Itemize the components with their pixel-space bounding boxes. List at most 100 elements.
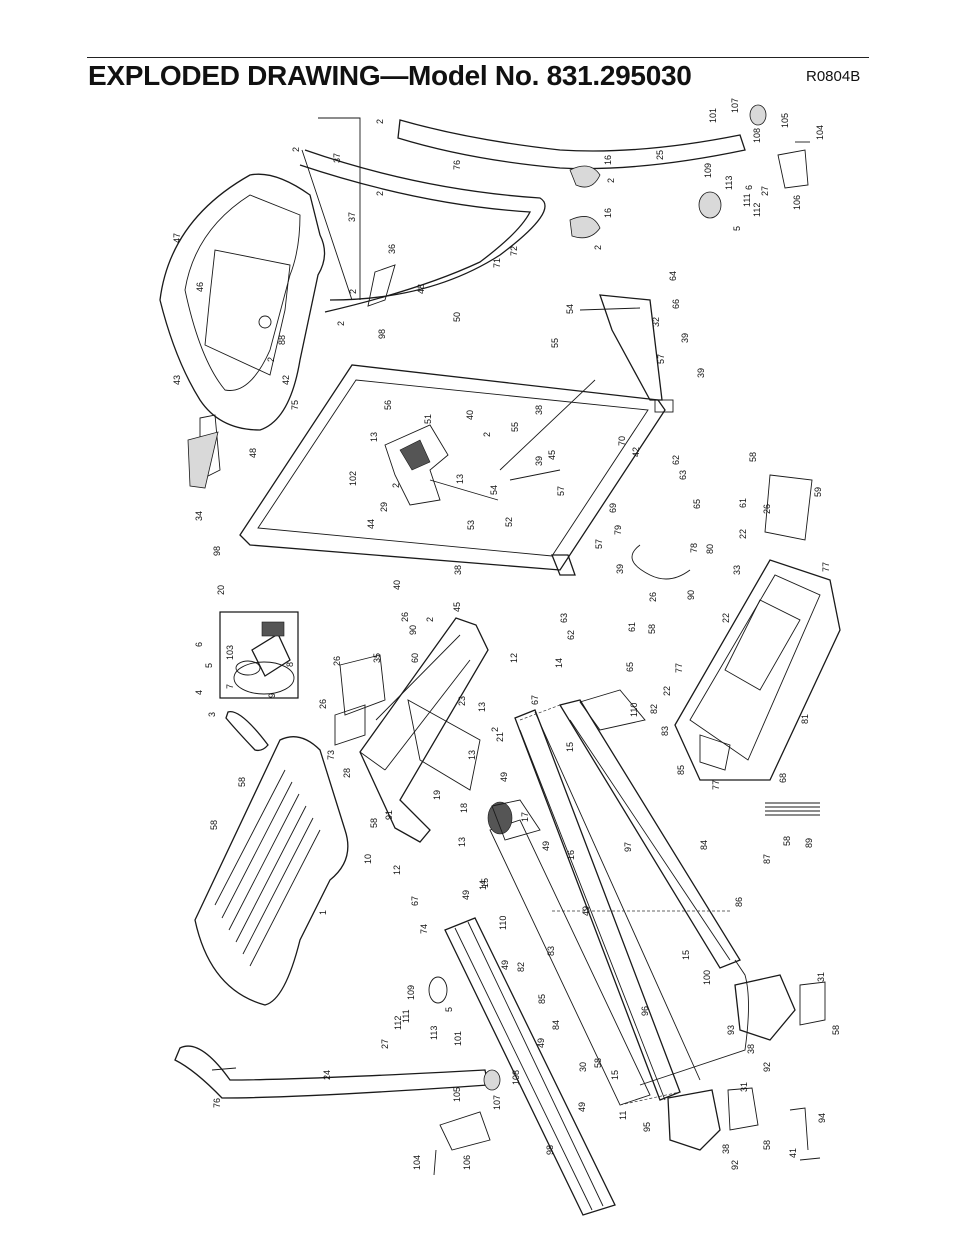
part-label: 58 [782,836,792,846]
part-label: 44 [366,519,376,529]
part-label: 74 [419,924,429,934]
part-label: 55 [510,422,520,432]
part-label: 101 [708,108,718,123]
part-label: 13 [467,750,477,760]
part-label: 4 [194,690,204,695]
part-label: 65 [692,499,702,509]
part-label: 9 [267,693,277,698]
part-label: 39 [534,456,544,466]
part-label: 37 [332,153,342,163]
part-label: 111 [742,193,752,207]
part-label: 18 [459,803,469,813]
part-label: 98 [545,1145,555,1155]
part-label: 106 [462,1155,472,1170]
part-label: 104 [412,1155,422,1170]
part-label: 6 [744,185,754,190]
part-label: 29 [379,502,389,512]
part-label: 33 [732,565,742,575]
part-label: 108 [511,1070,521,1085]
part-label: 2 [348,289,358,294]
part-label: 26 [400,612,410,622]
part-label: 96 [640,1006,650,1016]
board-59 [764,474,813,541]
part-label: 15 [681,950,691,960]
part-label: 60 [410,653,420,663]
part-label: 101 [453,1031,463,1046]
part-label: 113 [724,176,734,190]
part-label: 105 [452,1087,462,1102]
part-label: 26 [332,656,342,666]
part-label: 103 [225,645,235,660]
end-cap-16-upper [569,165,601,188]
part-label: 62 [566,630,576,640]
part-label: 46 [195,282,205,292]
foot-31-upper [799,981,826,1026]
part-label: 38 [721,1144,731,1154]
part-label: 36 [387,244,397,254]
part-label: 113 [429,1026,439,1040]
part-label: 19 [432,790,442,800]
part-label: 70 [617,436,627,446]
part-label: 102 [348,471,358,486]
part-label: 47 [172,233,182,243]
part-label: 49 [536,1038,546,1048]
part-label: 12 [509,653,519,663]
part-label: 73 [326,750,336,760]
part-label: 111 [401,1009,411,1023]
part-label: 84 [699,840,709,850]
part-label: 17 [520,812,530,822]
part-label: 14 [554,658,564,668]
part-label: 49 [577,1102,587,1112]
part-label: 81 [800,714,810,724]
console-assembly [159,173,396,489]
cap-93 [734,974,796,1041]
part-label: 48 [248,448,258,458]
part-label: 76 [452,160,462,170]
part-label: 51 [423,414,433,424]
part-label: 30 [578,1062,588,1072]
part-label: 63 [559,613,569,623]
part-label: 83 [546,946,556,956]
part-label: 13 [369,432,379,442]
part-label: 15 [565,742,575,752]
part-label: 50 [452,312,462,322]
belt-3 [225,710,269,752]
part-label: 100 [702,970,712,985]
part-label: 82 [649,704,659,714]
part-label: 45 [547,450,557,460]
part-label: 3 [207,712,217,717]
part-label: 54 [489,485,499,495]
cap-95 [667,1089,721,1151]
part-label: 58 [647,624,657,634]
page-title: EXPLODED DRAWING—Model No. 831.295030 [88,60,692,91]
part-label: 49 [541,841,551,851]
part-label: 2 [490,727,500,732]
part-label: 5 [444,1007,454,1012]
rear-end-caps [667,974,826,1161]
part-label: 2 [425,617,435,622]
base-frame [334,617,489,843]
part-label: 27 [380,1039,390,1049]
part-label: 58 [593,1058,603,1068]
part-label: 6 [194,642,204,647]
part-label: 71 [492,258,502,268]
part-label: 57 [594,539,604,549]
part-label: 77 [674,663,684,673]
part-label: 14 [478,880,488,890]
part-label: 53 [466,520,476,530]
part-label: 26 [648,592,658,602]
part-label: 38 [534,405,544,415]
part-label: 62 [671,455,681,465]
part-label: 88 [277,335,287,345]
part-label: 31 [816,972,826,982]
part-label: 105 [780,113,790,128]
part-label: 98 [377,329,387,339]
part-label: 93 [726,1025,736,1035]
upright-left-assembly [299,117,746,313]
part-label: 2 [593,245,603,250]
part-label: 20 [216,585,226,595]
part-label: 45 [452,602,462,612]
part-label: 109 [406,985,416,1000]
walking-deck-frame [489,689,749,1106]
part-label: 78 [689,543,699,553]
